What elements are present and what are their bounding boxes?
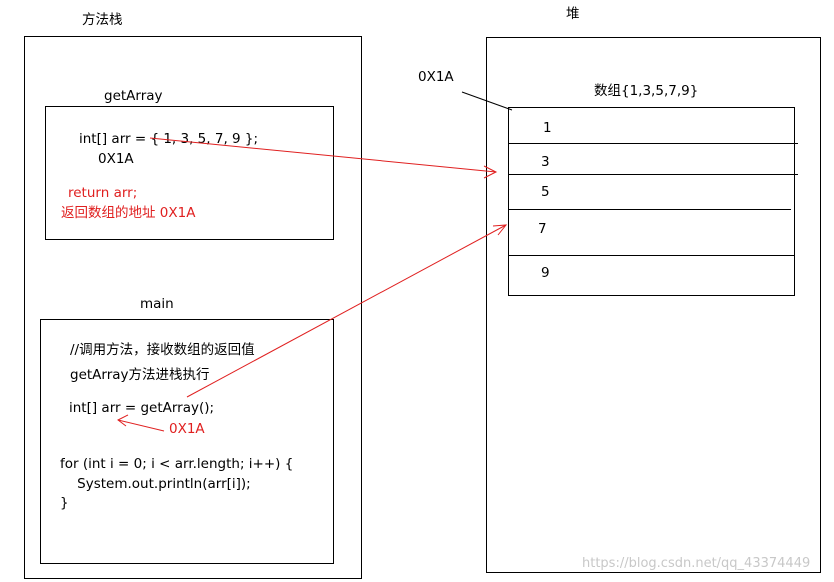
main-close-brace: } [60, 495, 69, 511]
address-pointer-line [461, 91, 513, 111]
main-for-line: for (int i = 0; i < arr.length; i++) { [60, 456, 294, 472]
heap-cell-value: 3 [541, 154, 550, 170]
getarray-address: 0X1A [98, 151, 134, 167]
heap-address-label: 0X1A [418, 69, 454, 85]
main-frame [40, 319, 334, 564]
stack-to-heap-arrowhead [483, 165, 498, 179]
stack-title: 方法栈 [82, 12, 123, 28]
getarray-array-declaration: int[] arr = { 1, 3, 5, 7, 9 }; [79, 131, 259, 147]
heap-cell-value: 5 [541, 184, 550, 200]
method-stack-box [24, 36, 362, 579]
heap-cell-divider [508, 255, 795, 256]
heap-cell-value: 9 [541, 265, 550, 281]
getarray-frame-label: getArray [104, 88, 163, 104]
heap-cell-divider [508, 143, 798, 144]
heap-array [508, 107, 795, 296]
getarray-return-line: return arr; [68, 185, 138, 201]
main-print-line: System.out.println(arr[i]); [60, 476, 251, 492]
main-frame-label: main [140, 296, 174, 312]
heap-cell-divider [508, 209, 791, 210]
address-to-arr-arrowhead [117, 414, 129, 427]
main-comment: //调用方法，接收数组的返回值 [70, 342, 255, 358]
main-push-note: getArray方法进栈执行 [70, 367, 210, 383]
heap-box [486, 37, 821, 573]
watermark: https://blog.csdn.net/qq_43374449 [582, 556, 811, 571]
heap-cell-divider [508, 174, 798, 175]
main-assign-line: int[] arr = getArray(); [69, 400, 215, 416]
heap-array-label: 数组{1,3,5,7,9} [594, 83, 699, 99]
getarray-frame [45, 106, 334, 240]
heap-title: 堆 [566, 6, 580, 22]
stack-to-heap-arrow [149, 137, 497, 173]
address-to-arr-arrow [117, 419, 165, 432]
getarray-return-note: 返回数组的地址 0X1A [61, 205, 196, 221]
main-assign-address: 0X1A [169, 421, 205, 437]
heap-cell-value: 7 [538, 221, 547, 237]
main-to-heap-arrowhead [492, 224, 508, 236]
main-to-heap-arrow [186, 224, 507, 398]
heap-cell-value: 1 [543, 120, 552, 136]
